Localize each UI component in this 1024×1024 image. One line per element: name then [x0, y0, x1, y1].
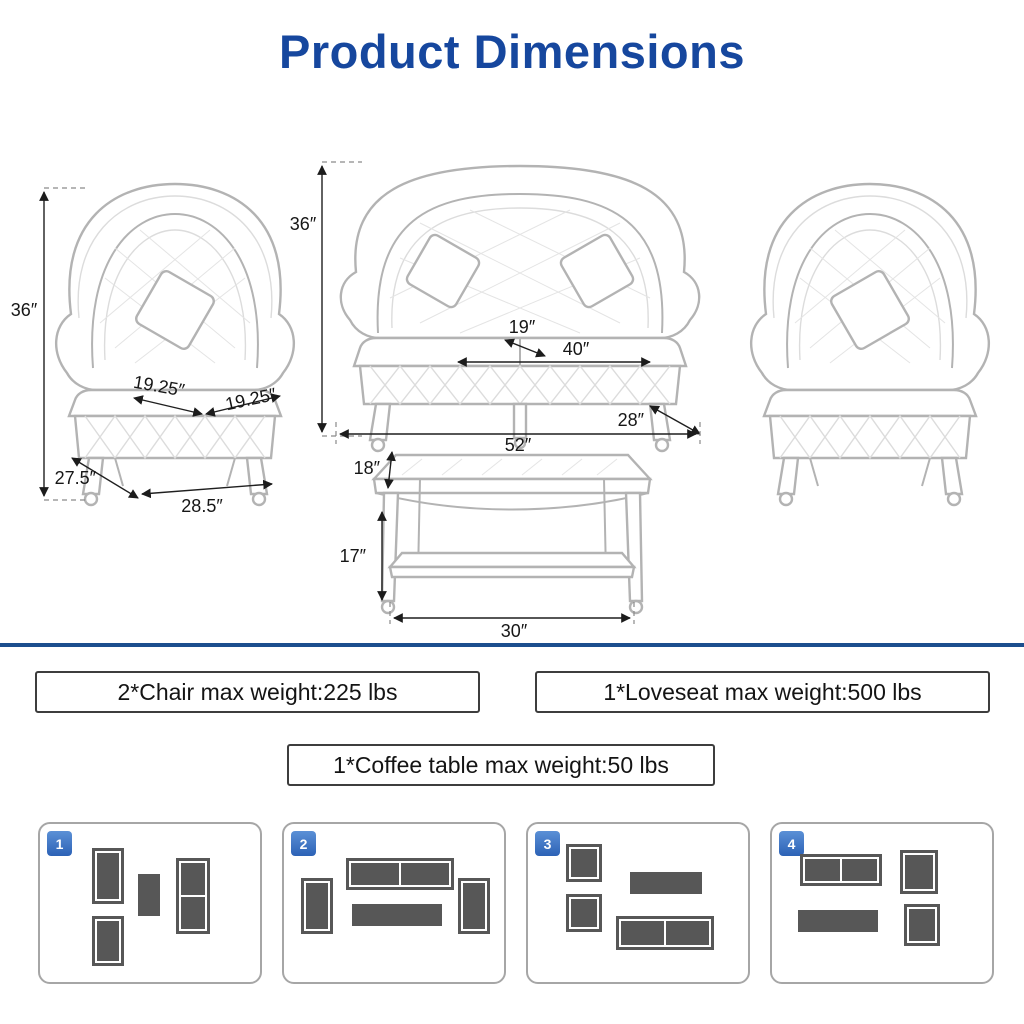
chair-topview [458, 878, 490, 934]
table-topview [138, 874, 160, 916]
loveseat-topview [346, 858, 454, 890]
loveseat-width-label: 52″ [505, 435, 532, 455]
dimensions-diagram: 36″ 19.25″ 19.25″ 27.5″ 28.5″ 36″ 19″ 40… [11, 161, 991, 641]
layout-number-badge: 1 [47, 831, 72, 856]
loveseat-illustration [339, 164, 701, 453]
chair-topview [566, 894, 602, 932]
layout-option-card-2: 2 [282, 822, 506, 984]
chair-topview [904, 904, 940, 946]
table-dimension-annotations: 18″ 17″ 30″ [340, 451, 635, 641]
loveseat-topview [616, 916, 714, 950]
layout-option-card-3: 3 [526, 822, 750, 984]
table-topview [798, 910, 878, 932]
chair-base-depth-label: 27.5″ [55, 468, 97, 488]
coffee-table-illustration [372, 453, 652, 615]
table-top-height-label: 18″ [354, 458, 381, 478]
layout-option-card-4: 4 [770, 822, 994, 984]
layout-number-badge: 2 [291, 831, 316, 856]
table-width-label: 30″ [501, 621, 528, 641]
chair-topview [92, 848, 124, 904]
chair-topview [92, 916, 124, 966]
loveseat-weight-text: 1*Loveseat max weight:500 lbs [603, 678, 922, 705]
table-leg-height-label: 17″ [340, 546, 367, 566]
loveseat-weight-box: 1*Loveseat max weight:500 lbs [535, 671, 990, 713]
loveseat-depth-label: 28″ [618, 410, 645, 430]
chair-weight-box: 2*Chair max weight:225 lbs [35, 671, 480, 713]
chair-right-illustration [749, 182, 991, 507]
loveseat-topview [176, 858, 210, 934]
chair-left-illustration [54, 182, 296, 507]
loveseat-seat-width-label: 40″ [563, 339, 590, 359]
section-divider [0, 643, 1024, 647]
layout-option-card-1: 1 [38, 822, 262, 984]
coffee-table-weight-text: 1*Coffee table max weight:50 lbs [333, 751, 669, 778]
table-topview [630, 872, 702, 894]
chair-weight-text: 2*Chair max weight:225 lbs [117, 678, 398, 705]
coffee-table-weight-box: 1*Coffee table max weight:50 lbs [287, 744, 715, 786]
layout-number-badge: 4 [779, 831, 804, 856]
loveseat-height-label: 36″ [290, 214, 317, 234]
chair-height-label: 36″ [11, 300, 38, 320]
table-topview [352, 904, 442, 926]
chair-topview [566, 844, 602, 882]
chair-base-width-label: 28.5″ [181, 496, 223, 516]
chair-topview [301, 878, 333, 934]
layout-number-badge: 3 [535, 831, 560, 856]
loveseat-dimension-annotations: 36″ 19″ 40″ 28″ 52″ [290, 161, 701, 455]
chair-topview [900, 850, 938, 894]
page-title: Product Dimensions [278, 25, 745, 78]
loveseat-topview [800, 854, 882, 886]
loveseat-seat-depth-label: 19″ [509, 317, 536, 337]
